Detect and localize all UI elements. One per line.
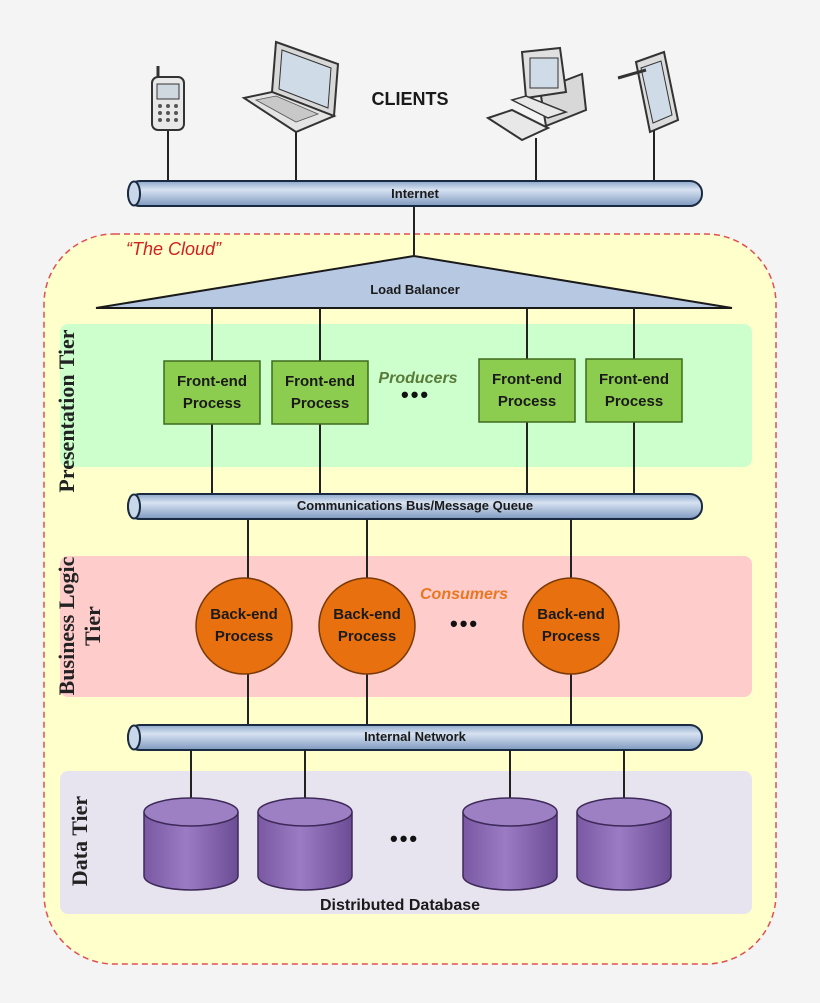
internal-network-bus [127, 724, 703, 751]
internet-bus [127, 180, 703, 207]
load-balancer-shape [95, 254, 733, 309]
front-end-boxes [163, 358, 683, 425]
back-end-process-3: Back-end Process [537, 606, 605, 645]
presentation-tier-panel [60, 324, 752, 467]
back-end-ellipsis: ••• [450, 611, 480, 636]
clients-title: CLIENTS [371, 89, 449, 109]
mobile-phone-icon [151, 66, 185, 131]
tablet-icon [617, 50, 680, 134]
back-end-circles [195, 577, 620, 675]
producers-annotation: Producers [378, 370, 458, 387]
cloud-label: “The Cloud” [126, 239, 222, 259]
backend-connectors [247, 519, 572, 725]
data-tier-label: Data Tier [67, 795, 92, 887]
database-icon [462, 797, 558, 891]
desktop-computer-icon [485, 46, 588, 142]
business-tier-label: Business Logic Tier [54, 556, 105, 696]
database-icon [143, 797, 239, 891]
distributed-database-caption: Distributed Database [319, 897, 481, 914]
database-ellipsis: ••• [390, 826, 420, 851]
database-icon [257, 797, 353, 891]
front-end-ellipsis: ••• [401, 382, 431, 407]
load-balancer-label: Load Balancer [370, 282, 460, 297]
front-end-process-1: Front-end Process [177, 372, 247, 412]
internal-network-label: Internal Network [364, 729, 466, 744]
front-end-process-2: Front-end Process [285, 372, 355, 412]
front-end-process-3: Front-end Process [492, 370, 562, 410]
consumers-annotation: Consumers [419, 586, 509, 603]
back-end-process-2: Back-end Process [333, 606, 401, 645]
client-connectors [167, 128, 655, 255]
database-cylinders [143, 797, 672, 891]
laptop-icon [241, 40, 340, 134]
database-icon [576, 797, 672, 891]
communications-bus-label: Communications Bus/Message Queue [296, 498, 534, 513]
database-connectors [190, 750, 625, 798]
front-end-process-4: Front-end Process [599, 370, 669, 410]
internet-label: Internet [391, 186, 439, 201]
back-end-process-1: Back-end Process [210, 606, 278, 645]
communications-bus [127, 493, 703, 520]
presentation-tier-label: Presentation Tier [54, 329, 79, 493]
lb-connectors [211, 308, 635, 494]
